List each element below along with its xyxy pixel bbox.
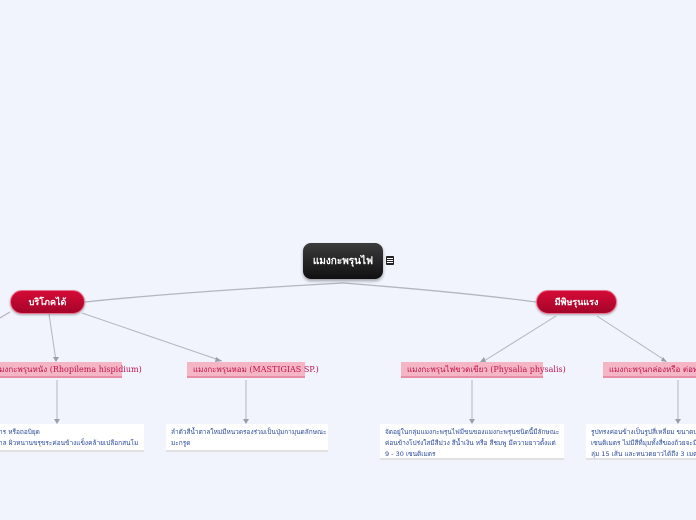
arrowhead-topic4 [661,357,667,362]
branch-label: บริโภคได้ [28,298,67,308]
detail-line: รูปทรงค่อนข้างเป็นรูปสี่เหลี่ยม ขนาดป [591,428,696,436]
branch-venomous[interactable]: มีพิษรุนแรง [536,290,617,314]
link-edible-offscreen [0,311,11,319]
topic-label: แมงกะพรุนหอม (MASTIGIAS SP.) [193,365,319,374]
detail-line: าร หรือถอบิยุด [0,428,40,436]
detail-box-jellyfish[interactable]: รูปทรงค่อนข้างเป็นรูปสี่เหลี่ยม ขนาดป เซ… [586,424,696,460]
detail-rhopilema[interactable]: าร หรือถอบิยุด าล ผิวหนานขรุขระค่อนข้างแ… [0,424,144,452]
detail-line: เซนติเมตร ไม่มีสีที่มุมทั้งสี่ของถ้วยจะม… [591,439,696,447]
detail-line: ค่อนข้างโปร่งใสมีสีม่วง สีน้ำเงิน หรือ ส… [385,439,556,447]
topic-rhopilema[interactable]: แมงกะพรุนหนัง (Rhopilema hispidium) [0,362,142,378]
root-topic[interactable]: แมงกะพรุนไฟ [303,243,383,279]
topic-box-jellyfish[interactable]: แมงกะพรุนกล่องหรือ ต่อทะเล [603,362,696,378]
link-venomous-to-topic4 [596,315,667,362]
topic-mastigias[interactable]: แมงกะพรุนหอม (MASTIGIAS SP.) [187,362,319,378]
link-root-to-edible [84,282,344,303]
detail-line: มะกรูด [171,439,191,447]
root-title: แมงกะพรุนไฟ [312,255,374,267]
arrowhead-detail3 [469,419,475,424]
branch-label: มีพิษรุนแรง [554,298,599,308]
detail-mastigias[interactable]: ลำตัวสีน้ำตาลใหม่มีหนวดรองร่วมเป็นปุ่มกา… [166,424,328,452]
arrowhead-detail1 [54,419,60,424]
arrowhead-topic2 [215,357,222,362]
arrowhead-topic3 [480,357,486,362]
detail-line: ลุ่ม 15 เส้น และหนวดยาวได้ถึง 3 เมตร [591,450,696,458]
arrowhead-topic1 [53,357,59,362]
link-edible-to-topic2 [81,312,223,362]
note-icon[interactable] [386,256,394,265]
link-venomous-to-topic3 [483,315,557,362]
detail-line: จัดอยู่ในกลุ่มแมงกะพรุนไฟมีขนของแมงกะพรุ… [385,428,560,436]
detail-line: 9 - 30 เซนติเมตร [385,450,436,458]
arrowhead-detail2 [243,419,249,424]
topic-label: แมงกะพรุนกล่องหรือ ต่อทะเล [609,365,696,374]
detail-line: าล ผิวหนานขรุขระค่อนข้างแข็งคล้ายเปลือกส… [0,439,139,447]
link-edible-to-topic1 [48,313,57,362]
link-root-to-venomous [342,282,537,303]
topic-label: แมงกะพรุนหนัง (Rhopilema hispidium) [0,365,142,374]
arrowhead-detail4 [675,419,681,424]
topic-label: แมงกะพรุนไฟขวดเขียว (Physalia physalis) [407,365,566,374]
topic-physalia[interactable]: แมงกะพรุนไฟขวดเขียว (Physalia physalis) [401,362,566,378]
detail-physalia[interactable]: จัดอยู่ในกลุ่มแมงกะพรุนไฟมีขนของแมงกะพรุ… [380,424,564,460]
detail-line: ลำตัวสีน้ำตาลใหม่มีหนวดรองร่วมเป็นปุ่มกา… [171,428,327,436]
branch-edible[interactable]: บริโภคได้ [10,290,85,314]
